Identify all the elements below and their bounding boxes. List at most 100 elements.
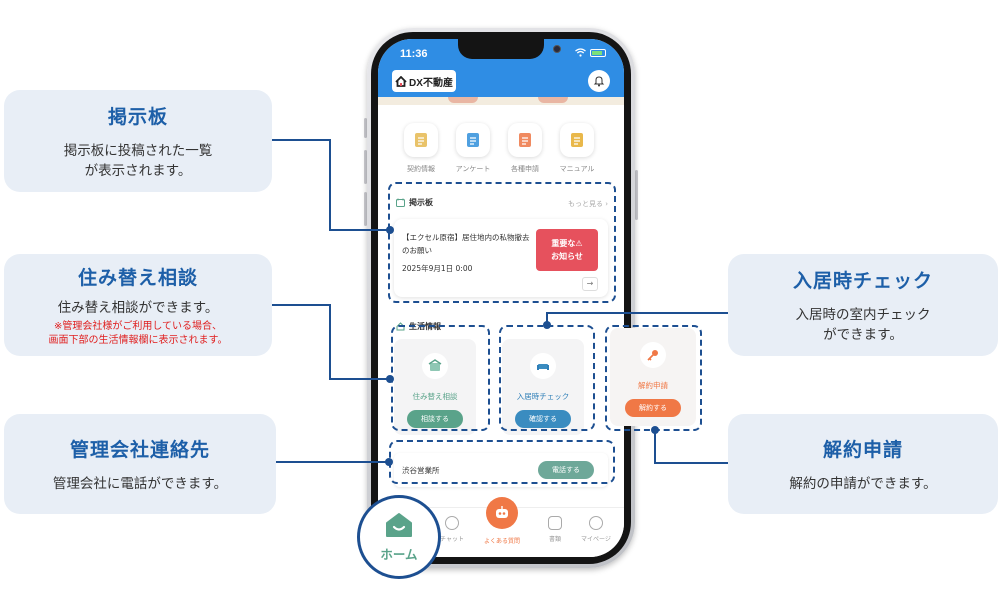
relocation-consult-button[interactable]: 相談する: [407, 410, 463, 428]
phone-power-button: [635, 170, 638, 220]
quick-menu-item[interactable]: アンケート: [448, 123, 498, 174]
callout-checkin-desc: 入居時の室内チェック ができます。: [795, 306, 931, 343]
leader-cancel-h: [654, 462, 728, 464]
app-logo[interactable]: DX不動産: [392, 70, 456, 92]
post-date: 2025年9月1日 0:00: [402, 264, 473, 273]
callout-contact-desc: 管理会社に電話ができます。: [52, 475, 228, 492]
banner-decoration-left: [448, 97, 478, 103]
sofa-icon: [530, 353, 556, 379]
robot-icon: [496, 506, 508, 518]
callout-checkin: 入居時チェック 入居時の室内チェック ができます。: [728, 254, 998, 356]
tab-mypage[interactable]: マイページ: [574, 516, 618, 543]
relocation-icon: [422, 353, 448, 379]
tab-faq-label: よくある質問: [483, 538, 520, 545]
board-post-card[interactable]: 【エクセル原宿】居住地内の私物撤去のお願い 2025年9月1日 0:00 重要な…: [394, 219, 608, 297]
badge-line2: お知らせ: [551, 252, 583, 261]
bell-icon: [593, 76, 605, 87]
status-time: 11:36: [400, 48, 428, 60]
phone-frame: 11:36 DX不動産 契約情報 アンケート 各種申請 マニュアル 掲示板 もっと見る…: [367, 28, 635, 568]
key-icon: [640, 342, 666, 368]
tab-faq[interactable]: よくある質問: [480, 536, 524, 545]
leader-contact-h: [276, 461, 390, 463]
notification-button[interactable]: [588, 70, 610, 92]
tab-mypage-label: マイページ: [581, 536, 611, 543]
highlight-relocation: [391, 325, 490, 431]
home-tab-highlight[interactable]: ホーム: [357, 495, 441, 579]
board-more-link[interactable]: もっと見る ›: [567, 200, 608, 208]
phone-volume-down: [364, 192, 367, 226]
call-button[interactable]: 電話する: [538, 461, 594, 479]
quick-menu-label: アンケート: [455, 165, 491, 173]
leader-cancel-dot: [651, 426, 659, 434]
callout-cancel-title: 解約申請: [822, 438, 903, 461]
leader-relocation-dot: [386, 375, 394, 383]
phone-volume-up: [364, 150, 367, 184]
callout-board: 掲示板 掲示板に投稿された一覧 が表示されます。: [4, 90, 272, 192]
leader-checkin-h: [546, 312, 728, 314]
leader-relocation-v: [329, 304, 331, 380]
callout-board-title: 掲示板: [107, 105, 168, 128]
leader-relocation-h2: [329, 378, 391, 380]
quick-menu-item[interactable]: 契約情報: [396, 123, 446, 174]
app-header: 11:36 DX不動産: [378, 39, 624, 97]
phone-side-button: [364, 118, 367, 138]
cancel-card-visual[interactable]: 解約申請 解約する: [610, 328, 696, 426]
contract-icon: [404, 123, 438, 157]
quick-menu-label: 各種申請: [511, 165, 539, 173]
office-name: 渋谷営業所: [402, 466, 440, 475]
checkin-card[interactable]: 入居時チェック 確認する: [502, 339, 584, 435]
highlight-board: [388, 182, 616, 303]
quick-menu-label: 契約情報: [407, 165, 435, 173]
home-icon: [386, 512, 412, 537]
callout-relocation-desc: 住み替え相談ができます。: [57, 299, 219, 316]
post-title: 【エクセル原宿】居住地内の私物撤去のお願い: [402, 233, 530, 255]
tab-documents[interactable]: 書類: [533, 516, 577, 543]
callout-checkin-title: 入居時チェック: [792, 269, 933, 292]
chat-icon: [445, 516, 459, 530]
callout-contact-title: 管理会社連絡先: [69, 438, 210, 461]
battery-icon: [590, 48, 606, 57]
board-heading: 掲示板: [396, 197, 433, 208]
callout-cancel-desc: 解約の申請ができます。: [789, 475, 937, 492]
office-row: 渋谷営業所 電話する: [394, 453, 608, 487]
quick-menu-item[interactable]: 各種申請: [500, 123, 550, 174]
badge-line1: 重要な⚠: [551, 239, 583, 248]
wifi-icon: [575, 48, 586, 57]
checkin-label: 入居時チェック: [516, 392, 570, 401]
highlight-cancel: [605, 325, 702, 431]
banner-image[interactable]: [378, 97, 624, 105]
manual-icon: [560, 123, 594, 157]
app-name: DX不動産: [409, 77, 453, 89]
leader-board-h1: [272, 139, 330, 141]
post-arrow-button[interactable]: →: [582, 277, 598, 291]
banner-decoration-right: [538, 97, 568, 103]
callout-contact: 管理会社連絡先 管理会社に電話ができます。: [4, 414, 276, 514]
notch: [458, 39, 561, 59]
leader-checkin-v: [546, 312, 548, 325]
leader-board-v: [329, 139, 331, 230]
callout-relocation-note: ※管理会社様がご利用している場合、 画面下部の生活情報欄に表示されます。: [48, 320, 228, 346]
highlight-checkin: [499, 325, 595, 431]
leader-checkin-dot: [543, 321, 551, 329]
quick-menu-item[interactable]: マニュアル: [552, 123, 602, 174]
board-more-label: もっと見る: [567, 200, 603, 208]
relocation-label: 住み替え相談: [412, 392, 458, 401]
tab-documents-label: 書類: [548, 536, 561, 543]
leader-board-h2: [329, 229, 391, 231]
app-screen: 11:36 DX不動産 契約情報 アンケート 各種申請 マニュアル 掲示板 もっと見る…: [378, 39, 624, 557]
clipboard-icon: [456, 123, 490, 157]
checkin-confirm-button[interactable]: 確認する: [515, 410, 571, 428]
relocation-card[interactable]: 住み替え相談 相談する: [394, 339, 476, 435]
house-logo-icon: [395, 75, 407, 87]
callout-cancel: 解約申請 解約の申請ができます。: [728, 414, 998, 514]
smile-icon: [589, 516, 603, 530]
tab-chat-label: チャット: [440, 536, 464, 543]
application-icon: [508, 123, 542, 157]
leader-relocation-h1: [272, 304, 330, 306]
tab-chat[interactable]: チャット: [430, 516, 474, 543]
board-heading-label: 掲示板: [409, 198, 433, 207]
cancel-button[interactable]: 解約する: [625, 399, 681, 417]
faq-robot-button[interactable]: [486, 497, 518, 529]
callout-relocation: 住み替え相談 住み替え相談ができます。 ※管理会社様がご利用している場合、 画面…: [4, 254, 272, 356]
camera-icon: [553, 45, 561, 53]
